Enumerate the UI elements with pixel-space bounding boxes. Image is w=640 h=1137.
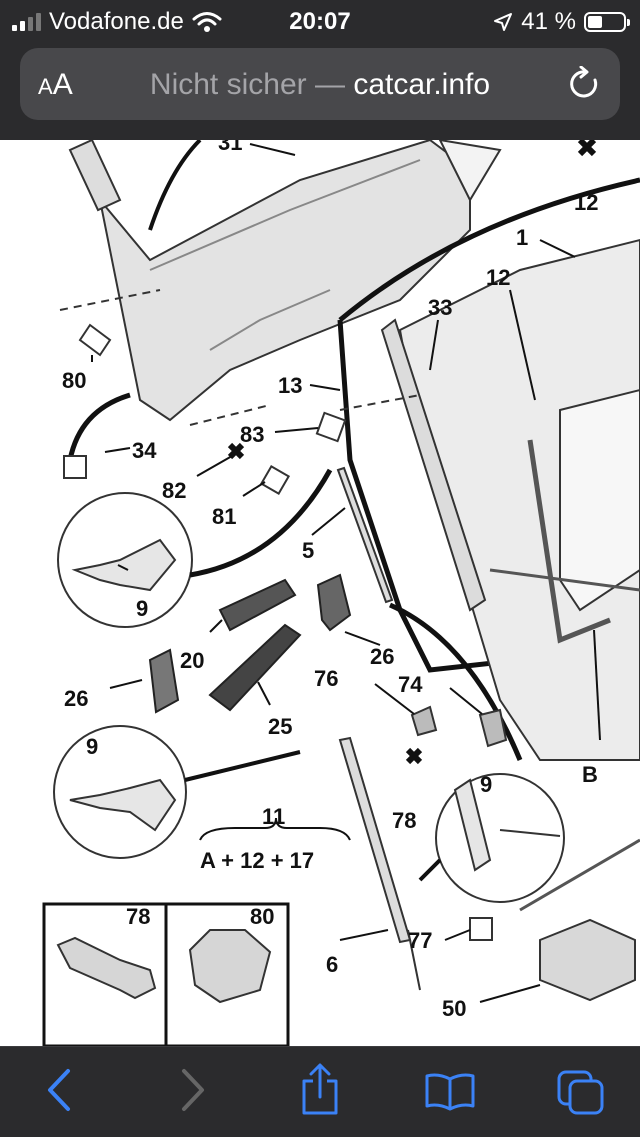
- diagram-label: 77: [408, 928, 432, 953]
- diagram-label: 34: [132, 438, 157, 463]
- diagram-label: 83: [240, 422, 264, 447]
- web-content[interactable]: 31 12 1 12 33 80 13 34 83 82 81 5 9 20 2…: [0, 140, 640, 1046]
- diagram-label: 26: [370, 644, 394, 669]
- signal-icon: [12, 13, 41, 31]
- diagram-label: 12: [574, 190, 598, 215]
- forward-icon[interactable]: [178, 1067, 208, 1113]
- wifi-icon: [192, 12, 222, 32]
- diagram-label: 76: [314, 666, 338, 691]
- status-bar: Vodafone.de 20:07 41 %: [0, 0, 640, 40]
- diagram-label: B: [582, 762, 598, 787]
- diagram-label: 78: [392, 808, 416, 833]
- diagram-label: 80: [62, 368, 86, 393]
- bookmarks-icon[interactable]: [424, 1071, 476, 1111]
- diagram-label: 1: [516, 225, 528, 250]
- diagram-label: 26: [64, 686, 88, 711]
- tabs-icon[interactable]: [556, 1069, 606, 1115]
- carrier-group: Vodafone.de: [12, 8, 222, 36]
- carrier-name: Vodafone.de: [49, 8, 184, 35]
- diagram-label: 50: [442, 996, 466, 1021]
- diagram-label: 81: [212, 504, 236, 529]
- back-icon[interactable]: [44, 1067, 74, 1113]
- parts-diagram: 31 12 1 12 33 80 13 34 83 82 81 5 9 20 2…: [42, 140, 640, 1046]
- diagram-label: 6: [326, 952, 338, 977]
- security-warning: Nicht sicher —: [149, 68, 345, 101]
- diagram-label: 25: [268, 714, 292, 739]
- diagram-label: 12: [486, 265, 510, 290]
- parts-table-number: 80: [250, 904, 274, 929]
- diagram-label: 20: [180, 648, 204, 673]
- address-bar[interactable]: AA Nicht sicher — catcar.info: [20, 48, 620, 120]
- diagram-label: 13: [278, 373, 302, 398]
- battery-percent: 41 %: [521, 8, 576, 35]
- reload-icon[interactable]: [568, 66, 602, 102]
- diagram-formula: A + 12 + 17: [200, 848, 314, 873]
- diagram-label: 31: [218, 140, 242, 155]
- diagram-label: 11: [262, 804, 285, 829]
- diagram-label: 9: [136, 596, 148, 621]
- diagram-label: 5: [302, 538, 314, 563]
- location-arrow-icon: [494, 13, 513, 31]
- browser-toolbar: [0, 1046, 640, 1137]
- diagram-label: 9: [86, 734, 98, 759]
- diagram-label: 9: [480, 772, 492, 797]
- diagram-label: 82: [162, 478, 186, 503]
- reader-settings-button[interactable]: AA: [38, 68, 73, 101]
- share-icon[interactable]: [300, 1063, 340, 1115]
- battery-icon: [584, 12, 630, 32]
- diagram-label: 74: [398, 672, 423, 697]
- status-right: 41 %: [493, 8, 630, 36]
- diagram-label: 33: [428, 295, 452, 320]
- parts-table-number: 78: [126, 904, 150, 929]
- clock: 20:07: [289, 8, 351, 35]
- url-display[interactable]: Nicht sicher — catcar.info: [0, 68, 640, 102]
- domain-text: catcar.info: [353, 68, 491, 101]
